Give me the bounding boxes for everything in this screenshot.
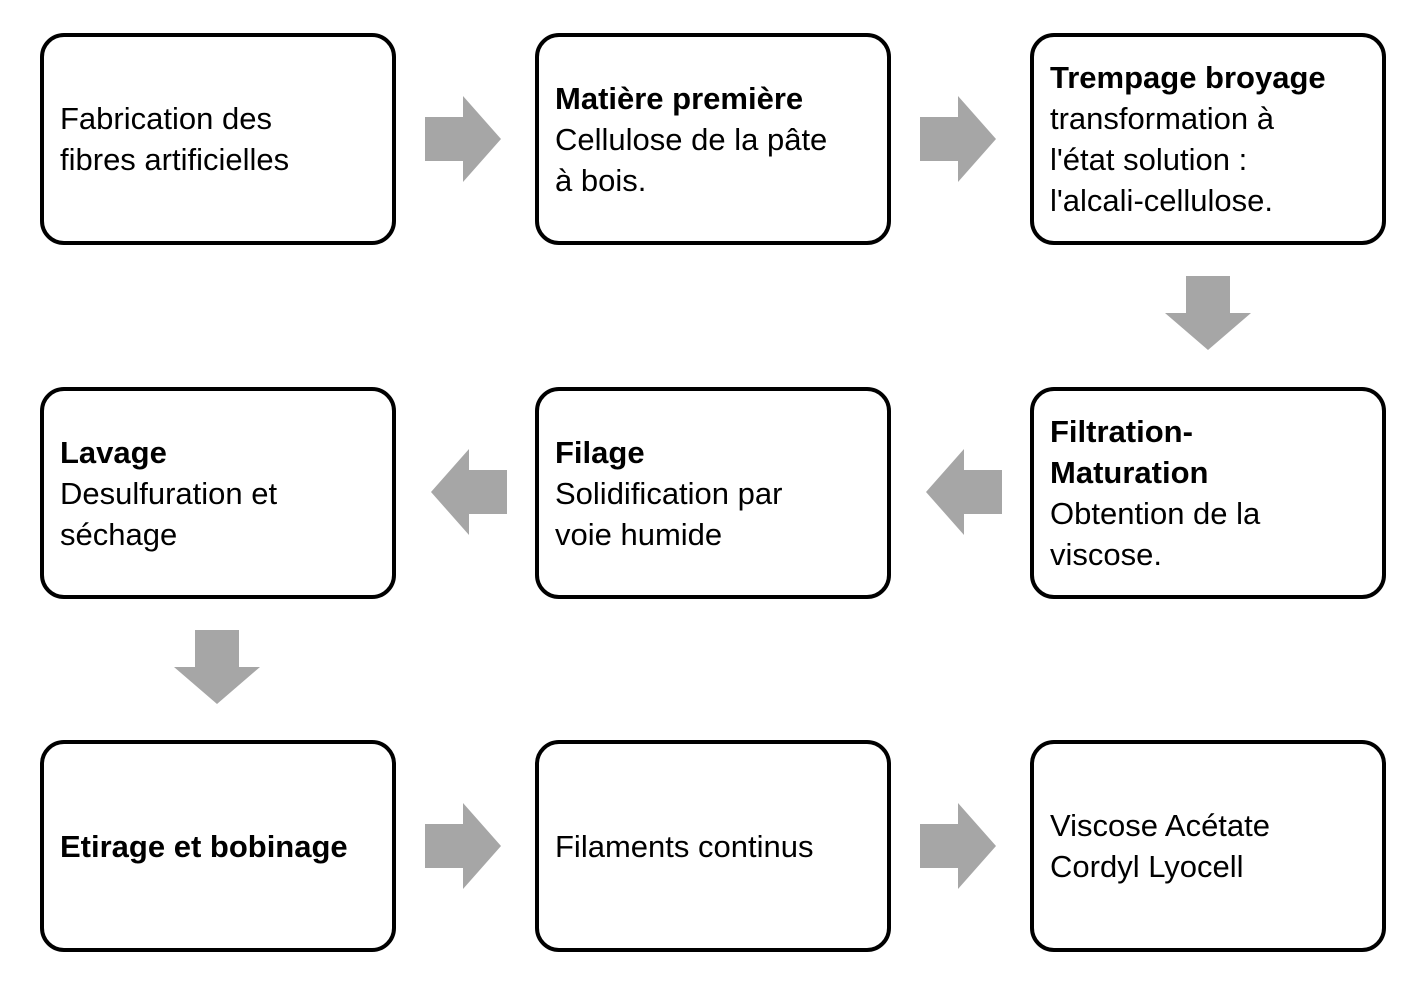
- step-title: Filage: [555, 434, 645, 470]
- step-body: Cellulose de la pâte à bois.: [555, 121, 828, 198]
- step-body: Viscose Acétate Cordyl Lyocell: [1050, 808, 1271, 884]
- step-box-lavage: Lavage Desulfuration et séchage: [40, 387, 396, 599]
- step-title: Lavage: [60, 434, 167, 470]
- step-body: Desulfuration et séchage: [60, 475, 278, 552]
- step-body: Solidification par voie humide: [555, 475, 783, 552]
- step-body: Obtention de la viscose.: [1050, 496, 1261, 572]
- step-title: Etirage et bobinage: [60, 828, 348, 864]
- step-body: transformation à l'état solution : l'alc…: [1050, 101, 1274, 218]
- step-box-fibres-types: Viscose Acétate Cordyl Lyocell: [1030, 740, 1386, 952]
- step-body: Filaments continus: [555, 828, 814, 864]
- arrow-left-icon: [431, 449, 507, 535]
- step-box-filage: Filage Solidification par voie humide: [535, 387, 891, 599]
- step-box-filtration-maturation: Filtration- Maturation Obtention de la v…: [1030, 387, 1386, 599]
- arrow-down-icon: [174, 630, 260, 704]
- step-title: Filtration- Maturation: [1050, 414, 1209, 490]
- step-title: Matière première: [555, 80, 804, 116]
- arrow-right-icon: [425, 803, 501, 889]
- arrow-right-icon: [920, 96, 996, 182]
- step-box-matiere-premiere: Matière première Cellulose de la pâte à …: [535, 33, 891, 245]
- arrow-right-icon: [425, 96, 501, 182]
- step-box-filaments-continus: Filaments continus: [535, 740, 891, 952]
- step-title: Trempage broyage: [1050, 60, 1326, 95]
- step-body: Fabrication des fibres artificielles: [60, 101, 290, 177]
- arrow-down-icon: [1165, 276, 1251, 350]
- arrow-right-icon: [920, 803, 996, 889]
- arrow-left-icon: [926, 449, 1002, 535]
- step-box-trempage-broyage: Trempage broyage transformation à l'état…: [1030, 33, 1386, 245]
- step-box-etirage-bobinage: Etirage et bobinage: [40, 740, 396, 952]
- step-box-fabrication: Fabrication des fibres artificielles: [40, 33, 396, 245]
